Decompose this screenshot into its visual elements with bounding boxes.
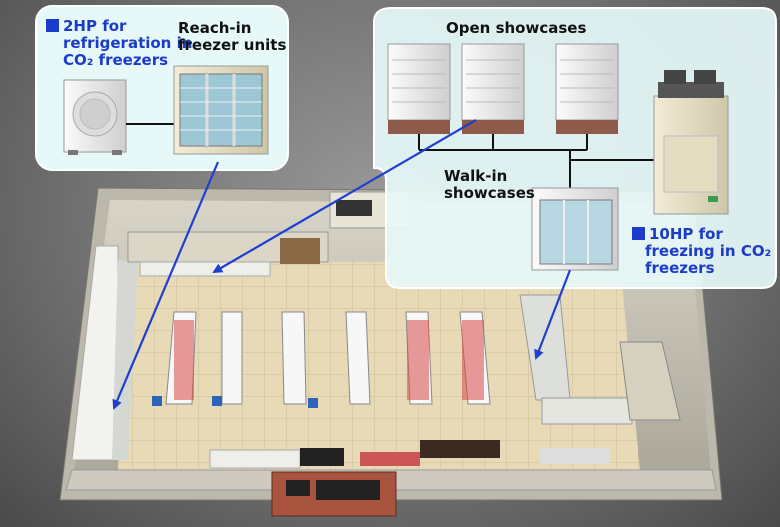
blue-square-icon [632,227,645,240]
label-open-showcases: Open showcases [446,19,587,37]
label-2hp-line3: CO₂ freezers [63,50,169,69]
label-2hp: 2HP for refrigeration in CO₂ freezers [46,18,192,68]
pipe-network [418,134,656,188]
label-2hp-line2: refrigeration in [63,33,193,52]
label-10hp-line3: freezers [645,258,715,277]
arrow-walk-in [534,269,572,360]
label-reach-in-line1: Reach-in [178,19,252,37]
open-showcase-icon [387,43,451,134]
walk-in-showcase-icon [531,187,619,271]
label-10hp-line2: freezing in CO₂ [645,241,772,260]
label-reach-in-line2: freezer units [178,35,287,54]
outdoor-unit-2hp-icon [63,79,127,155]
blue-square-icon [46,19,59,32]
label-reach-in: Reach-in freezer units [178,20,286,54]
open-showcase-icon [555,43,619,134]
outdoor-unit-10hp-icon [653,70,729,215]
label-walk-in-line2: showcases [444,183,535,202]
label-10hp-line1: 10HP for [649,225,723,243]
open-showcase-icon [461,43,525,134]
reach-in-freezer-icon [173,65,269,155]
arrow-reach-in [112,161,220,410]
label-walk-in-line1: Walk-in [444,167,508,185]
arrow-open-showcase [212,119,477,274]
label-walk-in: Walk-in showcases [444,168,535,202]
arrows [112,119,572,410]
label-10hp: 10HP for freezing in CO₂ freezers [632,226,771,276]
label-2hp-line1: 2HP for [63,17,127,35]
